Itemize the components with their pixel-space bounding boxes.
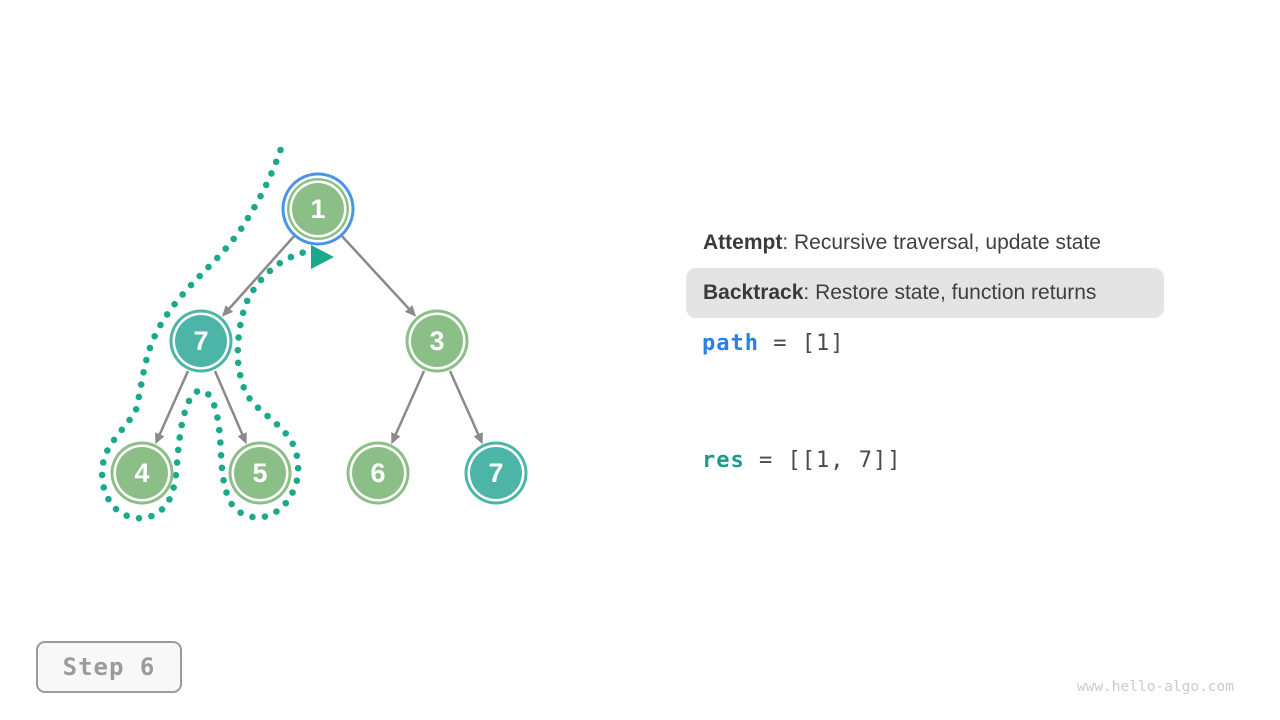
node-value: 7 [193,325,209,356]
step-badge: Step 6 [36,641,182,693]
tree-node-3: 3 [411,315,463,367]
node-value: 6 [370,457,386,488]
backtrack-label: Backtrack [703,281,804,304]
tree-node-7-left: 7 [175,315,227,367]
backtrack-arrow-icon [311,245,334,269]
backtrack-desc: : Restore state, function returns [803,281,1097,304]
attempt-label: Attempt [703,231,783,254]
edge-7-4 [155,370,190,445]
tree-node-1-root: 1 [292,183,344,235]
backtrack-legend-highlight: Backtrack: Restore state, function retur… [686,268,1164,318]
backtrack-dotted-path [98,146,312,522]
tree-node-5: 5 [234,447,286,499]
node-value: 1 [310,193,326,224]
tree-node-6: 6 [352,447,404,499]
node-value: 4 [134,457,150,488]
tree-node-7-right: 7 [470,447,522,499]
edge-3-6 [391,370,426,445]
watermark: www.hello-algo.com [1076,679,1234,695]
attempt-desc: : Recursive traversal, update state [782,231,1101,254]
path-value: = [1] [773,331,845,356]
edge-1-7 [221,233,297,317]
res-state-line: res = [[1, 7]] [702,448,901,473]
node-value: 7 [488,457,504,488]
edge-7-5 [213,370,247,445]
path-variable: path [702,331,759,356]
attempt-legend: Attempt: Recursive traversal, update sta… [703,231,1101,255]
res-value: = [[1, 7]] [759,448,902,473]
node-value: 5 [252,457,268,488]
res-variable: res [702,448,745,473]
step-label: Step 6 [62,653,156,681]
path-state-line: path = [1] [702,331,844,356]
edge-1-3 [339,233,417,317]
tree-edges [155,233,483,445]
node-value: 3 [429,325,445,356]
edge-3-7 [448,370,483,445]
tree-node-4: 4 [116,447,168,499]
